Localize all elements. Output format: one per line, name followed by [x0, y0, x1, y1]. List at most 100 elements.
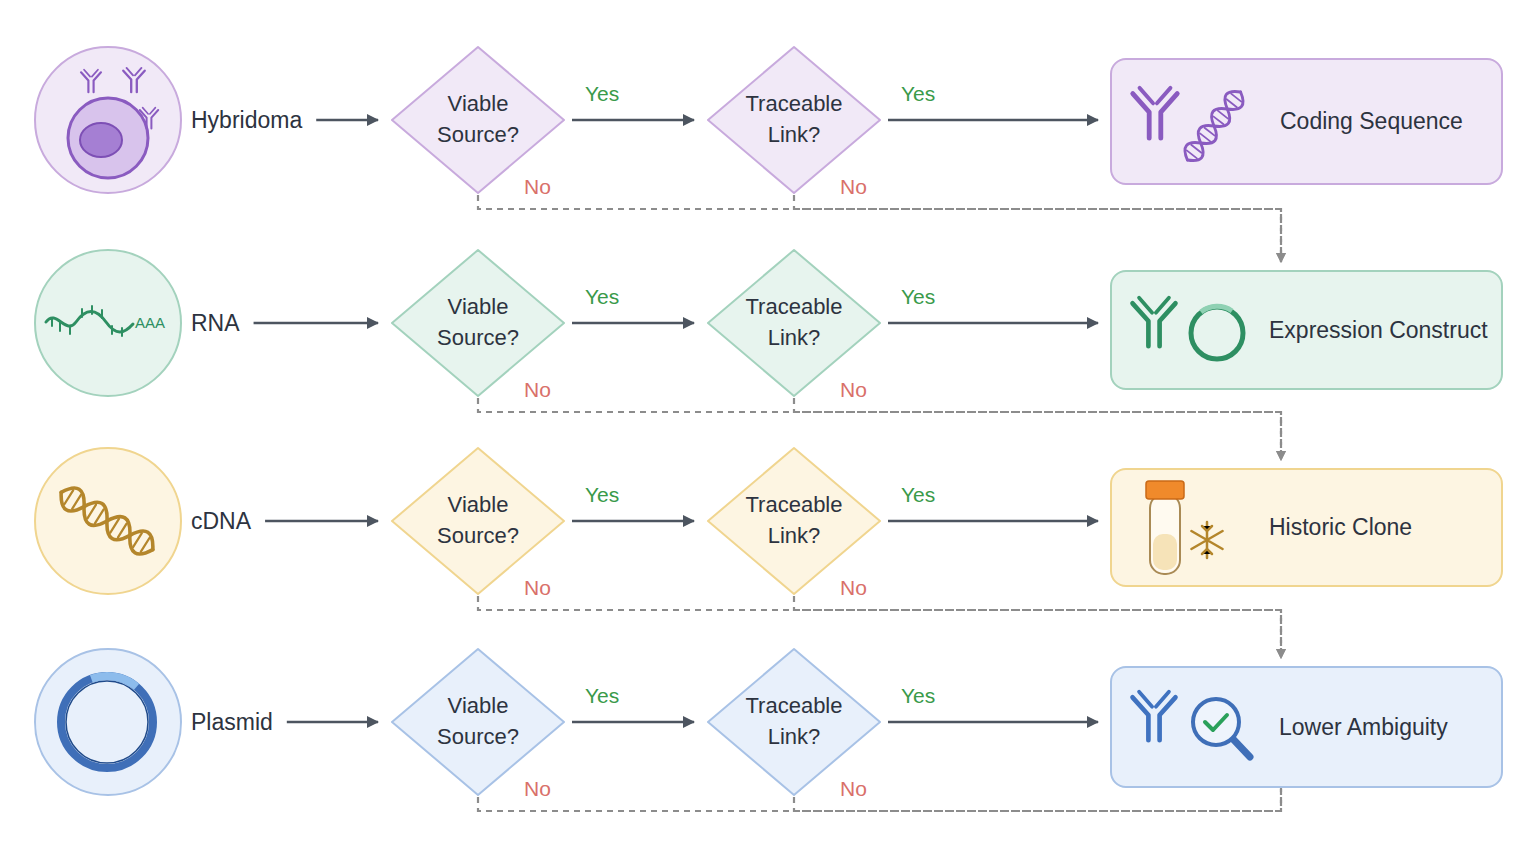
source-label-wrap: Hybridoma — [191, 45, 302, 195]
box-text-wrap: Expression Construct — [1269, 272, 1491, 388]
diamond-outline — [390, 248, 566, 398]
expression-construct-icon — [1133, 298, 1243, 359]
antibody-symbol — [123, 68, 144, 92]
decision-diamond: Traceable Link? — [706, 248, 882, 398]
circle-outline — [33, 647, 183, 797]
fallback-connector — [478, 398, 1281, 460]
diamond-text-wrap: Viable Source? — [390, 248, 566, 398]
decision-diamond: Viable Source? — [390, 446, 566, 596]
source-label: cDNA — [191, 508, 251, 535]
decision-text: Viable Source? — [422, 490, 534, 552]
edge-label: Yes — [901, 82, 935, 106]
source-circle: RNA — [33, 248, 183, 398]
outcome-box: Expression Construct — [1110, 270, 1503, 390]
diamond-shape — [708, 47, 880, 193]
edge-label: No — [524, 576, 551, 600]
edge-label: Yes — [585, 82, 619, 106]
edge-label: No — [524, 378, 551, 402]
decision-diamond: Viable Source? — [390, 647, 566, 797]
flow-arrow — [287, 721, 378, 724]
diamond-shape — [708, 448, 880, 594]
fallback-connector — [794, 398, 1281, 460]
antibody-symbol — [81, 70, 101, 93]
diamond-outline — [706, 248, 882, 398]
check-mark — [1205, 715, 1227, 730]
source-label-wrap: RNA — [191, 248, 240, 398]
diamond-outline — [390, 446, 566, 596]
diamond-shape — [392, 448, 564, 594]
cell-nucleus — [80, 123, 122, 157]
fallback-connector — [478, 596, 1281, 658]
outcome-title: Historic Clone — [1269, 514, 1491, 541]
plasmid-insert — [1201, 306, 1232, 312]
rna-strand — [46, 312, 133, 333]
box-text-wrap: Coding Sequence — [1280, 60, 1491, 183]
diamond-text-wrap: Traceable Link? — [706, 647, 882, 797]
rna-icon — [46, 306, 133, 336]
outcome-box: Historic Clone — [1110, 468, 1503, 587]
magnifier-handle — [1233, 739, 1250, 757]
decision-diamond: Traceable Link? — [706, 647, 882, 797]
diamond-text-wrap: Viable Source? — [390, 45, 566, 195]
outcome-title: Expression Construct — [1269, 317, 1491, 344]
edge-label: Yes — [585, 285, 619, 309]
decision-text: Traceable Link? — [738, 89, 850, 151]
edge-label: No — [840, 378, 867, 402]
diamond-shape — [708, 649, 880, 795]
source-label: Hybridoma — [191, 107, 302, 134]
diamond-outline — [390, 45, 566, 195]
decision-diamond: Viable Source? — [390, 45, 566, 195]
flow-arrow — [265, 520, 378, 523]
flow-arrow — [316, 119, 378, 122]
flow-arrow — [572, 119, 694, 122]
decision-text: Traceable Link? — [738, 490, 850, 552]
diamond-text-wrap: Traceable Link? — [706, 248, 882, 398]
diamond-text-wrap: Viable Source? — [390, 446, 566, 596]
tube-body — [1150, 494, 1180, 574]
diamond-outline — [390, 647, 566, 797]
circle-outline — [33, 248, 183, 398]
dna-helix — [1180, 86, 1249, 166]
outcome-title: Lower Ambiguity — [1279, 714, 1491, 741]
diamond-text-wrap: Traceable Link? — [706, 446, 882, 596]
antibody-symbol — [1133, 692, 1176, 741]
decision-text: Viable Source? — [422, 691, 534, 753]
magnifier-lens — [1193, 699, 1239, 745]
decision-diamond: Viable Source? — [390, 248, 566, 398]
circle-shape — [35, 649, 181, 795]
source-circle: cDNA — [33, 446, 183, 596]
diamond-shape — [392, 47, 564, 193]
circle-outline — [33, 446, 183, 596]
plasmid-ring-inner — [66, 681, 148, 763]
tube-cap — [1146, 481, 1184, 499]
decision-text: Traceable Link? — [738, 691, 850, 753]
diamond-outline — [706, 647, 882, 797]
plasmid-insert — [91, 676, 136, 687]
edge-label: No — [524, 777, 551, 801]
circle-shape — [35, 448, 181, 594]
coding-sequence-icon — [1133, 86, 1248, 166]
source-label: RNA — [191, 310, 240, 337]
diamond-text-wrap: Viable Source? — [390, 647, 566, 797]
flow-arrow — [888, 322, 1098, 325]
source-circle: Hybridoma — [33, 45, 183, 195]
outcome-title: Coding Sequence — [1280, 108, 1491, 135]
fallback-connector — [478, 788, 1281, 811]
edge-label: Yes — [901, 285, 935, 309]
source-label-wrap: Plasmid — [191, 647, 273, 797]
edge-label: Yes — [901, 483, 935, 507]
diamond-text-wrap: Traceable Link? — [706, 45, 882, 195]
edge-label: Yes — [901, 684, 935, 708]
circle-shape — [35, 47, 181, 193]
flow-arrow — [572, 322, 694, 325]
decision-diamond: Traceable Link? — [706, 45, 882, 195]
circle-outline — [33, 45, 183, 195]
outcome-box: Lower Ambiguity — [1110, 666, 1503, 788]
box-text-wrap: Lower Ambiguity — [1279, 668, 1491, 786]
flow-arrow — [888, 119, 1098, 122]
plasmid-ring — [61, 676, 153, 768]
